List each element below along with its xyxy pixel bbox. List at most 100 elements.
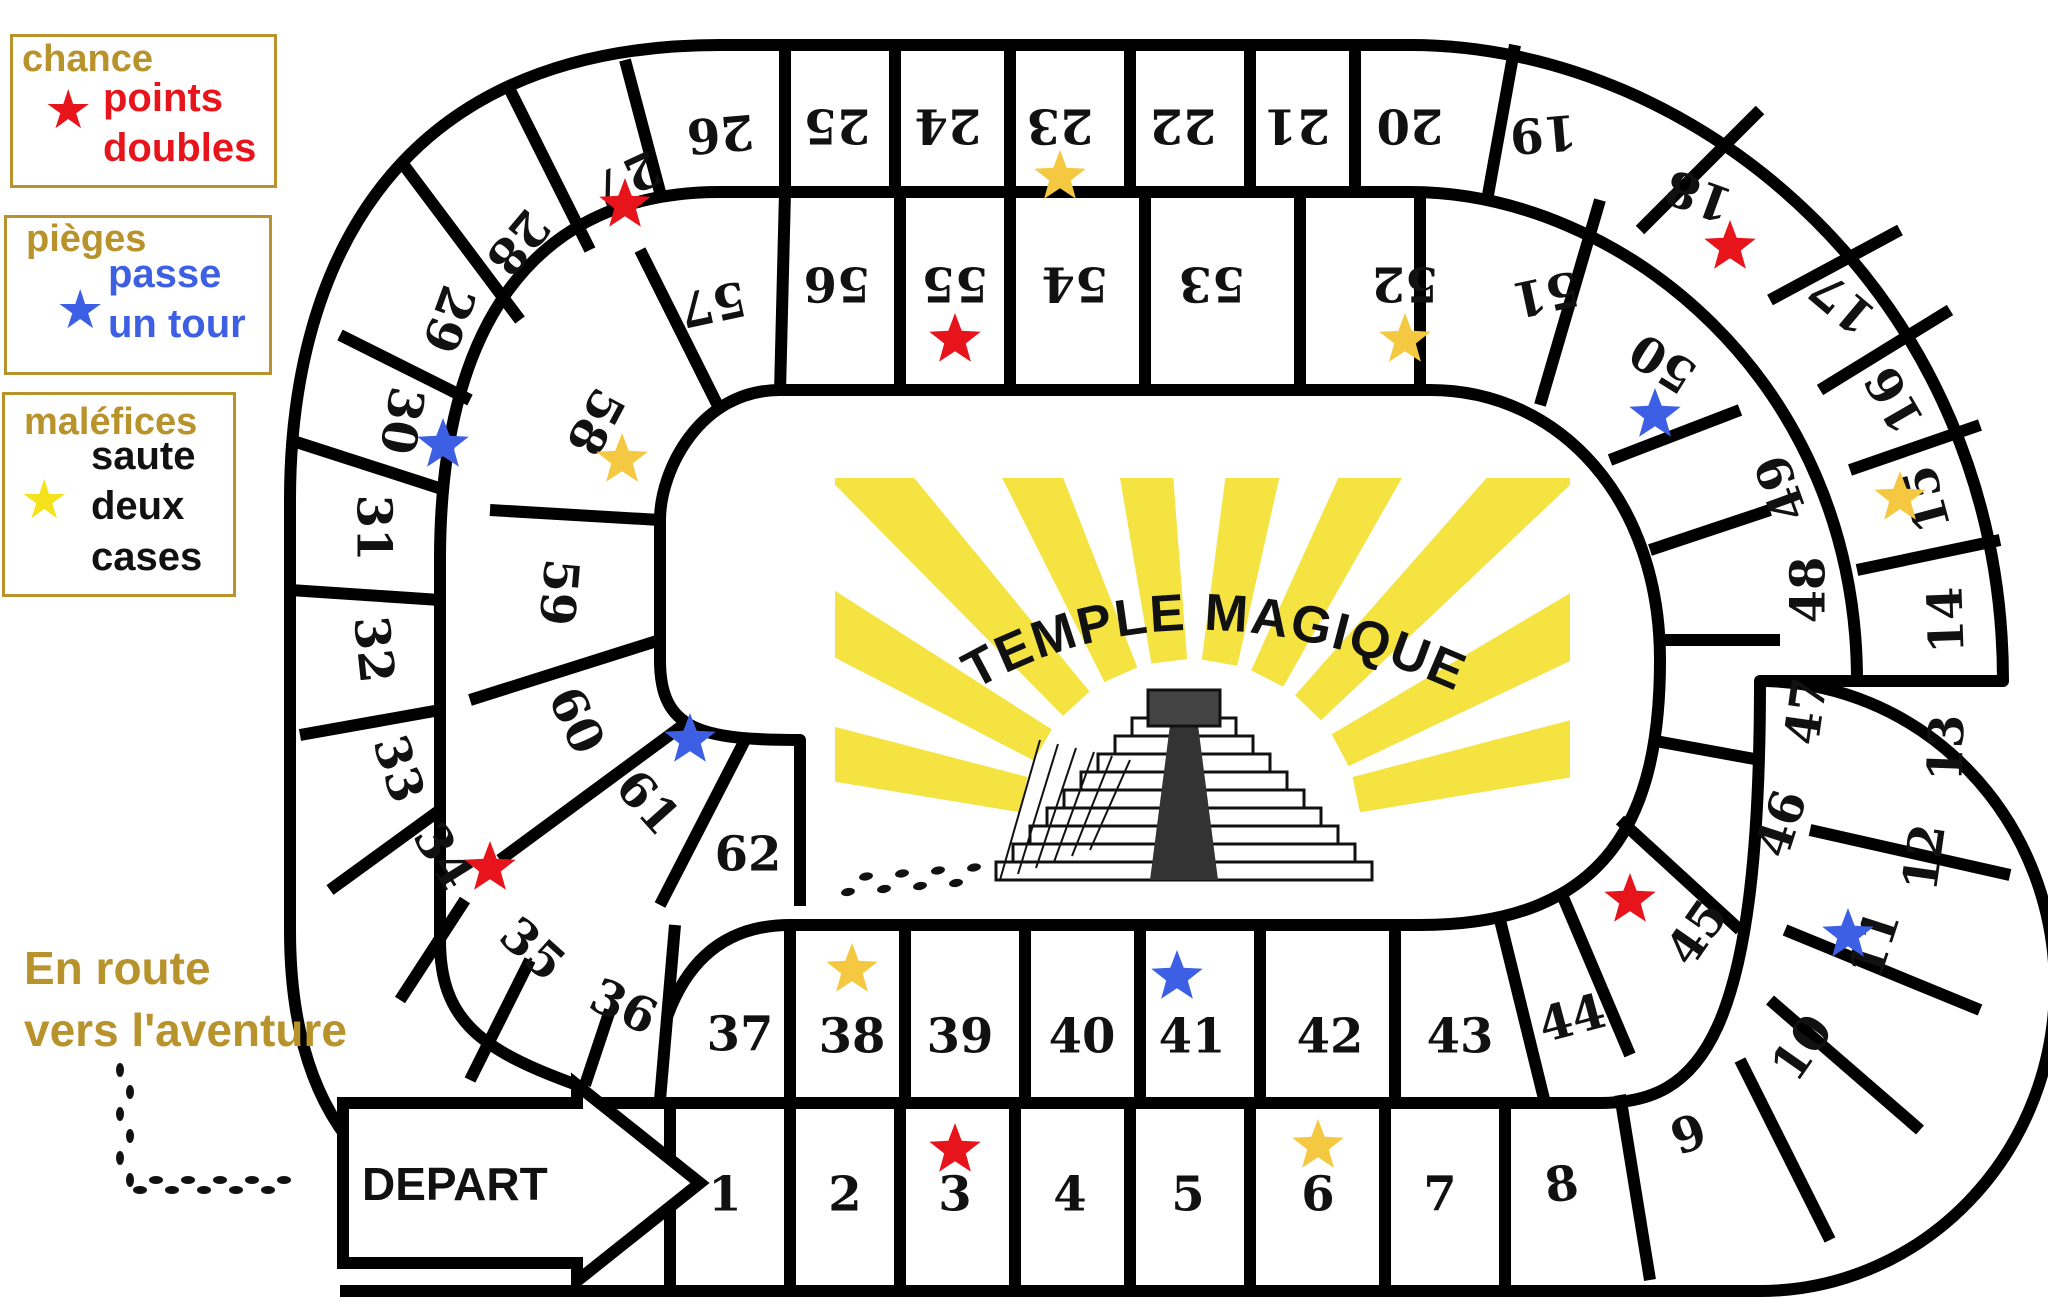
board-cell-44[interactable]: 44 [1533, 983, 1612, 1054]
board-cell-19[interactable]: 19 [1508, 103, 1579, 165]
route-line2: vers l'aventure [24, 1004, 347, 1057]
cell-number: 3 [938, 1167, 971, 1223]
cell-divider [634, 247, 726, 413]
board-cell-13[interactable]: 13 [1917, 714, 1975, 783]
cell-divider [468, 634, 662, 706]
cell-number: 33 [361, 729, 435, 810]
depart-arrow[interactable] [337, 1072, 710, 1294]
board-cell-8[interactable]: 8 [1541, 1154, 1582, 1214]
cell-divider [1482, 43, 1521, 197]
board-cell-60[interactable]: 60 [537, 678, 616, 762]
route-caption: En route vers l'aventure [24, 937, 347, 1061]
footprint [116, 1151, 124, 1165]
board-cell-36[interactable]: 36 [581, 967, 665, 1046]
board-cell-24[interactable]: 24 [915, 98, 982, 154]
cell-number: 13 [1917, 714, 1975, 783]
pyramid-detail [1035, 747, 1077, 869]
cell-divider [1554, 887, 1636, 1058]
star-chance-icon [599, 178, 651, 227]
cell-divider [394, 896, 471, 1004]
star-piege-icon [1151, 950, 1203, 999]
cell-divider [619, 58, 666, 194]
star-piege-icon [664, 713, 716, 762]
board-cell-15[interactable]: 15 [1874, 459, 1962, 538]
footprint [181, 1176, 195, 1184]
board-cell-21[interactable]: 21 [1264, 98, 1331, 154]
cell-number: 51 [1507, 259, 1584, 328]
board-cell-55[interactable]: 55 [922, 256, 989, 362]
board-cell-9[interactable]: 9 [1664, 1103, 1715, 1167]
cell-divider [337, 329, 473, 406]
board-cell-39[interactable]: 39 [927, 1009, 994, 1065]
board-cell-54[interactable]: 54 [1042, 256, 1109, 312]
board-cell-42[interactable]: 42 [1297, 1009, 1364, 1065]
board-cell-51[interactable]: 51 [1507, 259, 1584, 328]
board-cell-52[interactable]: 52 [1372, 256, 1439, 362]
board-cell-47[interactable]: 47 [1774, 675, 1839, 749]
track-outer-edge [284, 39, 2048, 1297]
board-cell-33[interactable]: 33 [361, 729, 435, 810]
board-cell-12[interactable]: 12 [1892, 821, 1957, 895]
board-cell-5[interactable]: 5 [1171, 1167, 1204, 1223]
board-cell-30[interactable]: 30 [368, 383, 469, 467]
track-outline [284, 39, 2048, 1297]
board-cell-58[interactable]: 58 [555, 379, 648, 482]
board-cell-2[interactable]: 2 [828, 1167, 861, 1223]
board-cell-20[interactable]: 20 [1377, 98, 1444, 154]
board-cell-48[interactable]: 48 [1781, 557, 1837, 624]
board-cell-10[interactable]: 10 [1760, 1005, 1844, 1092]
cell-divider [464, 957, 536, 1083]
cell-divider [1607, 404, 1743, 466]
cell-number: 40 [1049, 1009, 1116, 1065]
cell-divider [1848, 419, 1982, 476]
cell-number: 45 [1655, 890, 1739, 977]
board-cell-18[interactable]: 18 [1658, 158, 1756, 269]
sun-ray [1119, 478, 1188, 664]
board-cell-40[interactable]: 40 [1049, 1009, 1116, 1065]
depart-label[interactable]: DEPART [362, 1158, 548, 1210]
board-cell-3[interactable]: 3 [929, 1123, 981, 1223]
board-cell-37[interactable]: 37 [707, 1007, 774, 1063]
board-cell-1[interactable]: 1 [708, 1167, 741, 1223]
board-cell-50[interactable]: 50 [1620, 322, 1706, 437]
cell-number: 62 [715, 827, 782, 883]
board-cell-41[interactable]: 41 [1151, 950, 1225, 1065]
board-cell-43[interactable]: 43 [1427, 1009, 1494, 1065]
legend-piege-line1: passe [108, 252, 222, 296]
board-cell-53[interactable]: 53 [1179, 256, 1246, 312]
board-cell-25[interactable]: 25 [804, 98, 871, 154]
legend-piege-heading: pièges [26, 218, 147, 260]
footprint [261, 1186, 275, 1194]
cell-number: 42 [1297, 1009, 1364, 1065]
cell-divider [774, 191, 791, 393]
board-cell-31[interactable]: 31 [346, 495, 402, 562]
cell-number: 8 [1541, 1154, 1582, 1214]
board-cell-38[interactable]: 38 [819, 943, 886, 1065]
board-cell-6[interactable]: 6 [1292, 1119, 1344, 1223]
cell-number: 35 [489, 906, 576, 992]
board-cell-7[interactable]: 7 [1423, 1167, 1456, 1223]
board-cell-22[interactable]: 22 [1150, 98, 1217, 154]
board-cell-26[interactable]: 26 [685, 103, 756, 165]
star-chance-icon [929, 1123, 981, 1172]
sun-ray [835, 726, 1028, 813]
board-cell-45[interactable]: 45 [1604, 873, 1739, 976]
board-cell-35[interactable]: 35 [489, 906, 576, 992]
board-cell-56[interactable]: 56 [804, 256, 871, 312]
sun-ray [1352, 720, 1570, 813]
footprint [877, 884, 891, 894]
board-cell-57[interactable]: 57 [674, 269, 751, 338]
board-cell-23[interactable]: 23 [1027, 98, 1094, 199]
board-cell-4[interactable]: 4 [1053, 1167, 1086, 1223]
legend-chance-heading: chance [22, 38, 153, 80]
board-cell-32[interactable]: 32 [342, 613, 405, 685]
pyramid-detail [1089, 759, 1131, 851]
board-cell-62[interactable]: 62 [715, 827, 782, 883]
cell-divider [1766, 995, 1924, 1135]
board-cell-59[interactable]: 59 [528, 557, 590, 628]
board-cell-14[interactable]: 14 [1917, 586, 1975, 655]
pyramid-detail [1071, 755, 1113, 857]
cell-divider [1534, 198, 1606, 407]
cell-number: 31 [346, 495, 402, 562]
legend-chance [10, 34, 277, 188]
